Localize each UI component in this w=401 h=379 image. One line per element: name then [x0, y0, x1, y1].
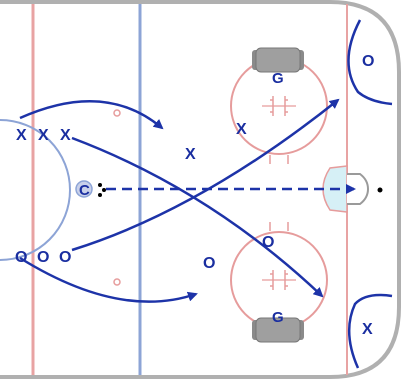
- path-diagonal-down: [71, 136, 324, 298]
- path-diagonal-up: [71, 98, 340, 252]
- goalie-top: [252, 47, 304, 73]
- goalie-top-label: G: [272, 70, 284, 87]
- coach-label: C: [79, 182, 90, 199]
- corner-mark-top: [347, 19, 393, 106]
- path-bottom-arc: [19, 256, 198, 303]
- player-x-left-2: X: [38, 127, 49, 144]
- neutral-dot-bottom: [113, 278, 121, 286]
- path-top-arc: [19, 99, 164, 130]
- pucks: [98, 183, 383, 197]
- puck: [98, 183, 102, 187]
- player-o-left-1: O: [15, 249, 27, 266]
- player-x-circle: X: [236, 121, 247, 138]
- goalie-bottom: [252, 317, 304, 343]
- player-x-mid: X: [185, 146, 196, 163]
- player-o-circle: O: [262, 234, 274, 251]
- player-x-corner: X: [362, 321, 373, 338]
- corner-mark-bottom: [347, 293, 393, 369]
- puck: [98, 193, 102, 197]
- player-x-left-3: X: [60, 127, 71, 144]
- neutral-dot-top: [113, 109, 121, 117]
- player-o-mid: O: [203, 255, 215, 272]
- player-o-corner: O: [362, 53, 374, 70]
- hash-marks: [269, 155, 289, 231]
- center-faceoff-dot: [75, 180, 93, 198]
- center-circle: [0, 119, 71, 261]
- player-o-left-3: O: [59, 249, 71, 266]
- goalie-bottom-label: G: [272, 309, 284, 326]
- puck: [102, 188, 106, 192]
- player-x-left-1: X: [16, 127, 27, 144]
- goal-net: [347, 173, 370, 205]
- puck: [377, 187, 383, 193]
- player-paths: [19, 98, 356, 303]
- player-o-left-2: O: [37, 249, 49, 266]
